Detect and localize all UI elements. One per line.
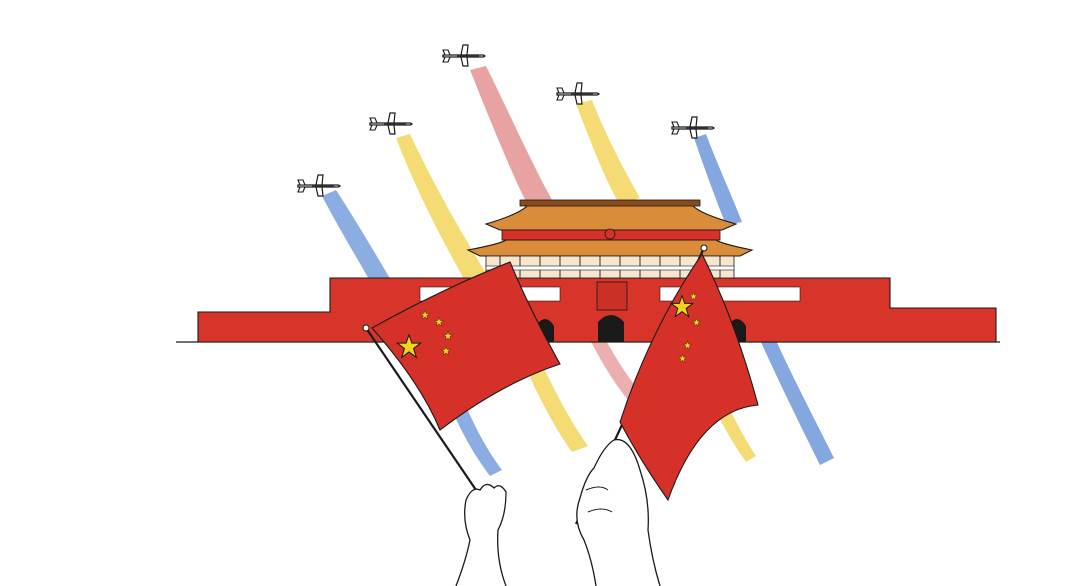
lower-roof	[466, 239, 754, 257]
hands	[455, 438, 661, 586]
yellow-smoke-trail-center	[576, 100, 640, 205]
red-smoke-trail-center	[470, 66, 552, 210]
yellow-smoke-trail-left	[396, 134, 490, 290]
red-smoke-lower	[585, 326, 640, 400]
blue-smoke-trail-right	[694, 134, 742, 225]
yellow-smoke-lower-left	[522, 356, 588, 452]
gate-tower	[466, 199, 754, 279]
right-flag-cloth	[619, 252, 759, 502]
left-flag	[362, 261, 561, 491]
blue-smoke-trail-left	[322, 190, 398, 300]
plane-5-icon	[671, 116, 715, 139]
gate-arch-center	[598, 315, 624, 342]
national-emblem	[604, 228, 616, 240]
right-hand	[576, 438, 661, 586]
left-hand	[455, 483, 507, 586]
left-flag-cloth	[371, 261, 561, 431]
blue-smoke-lower-right	[760, 336, 834, 465]
smoke-trails	[322, 66, 834, 476]
upper-roof	[484, 204, 738, 231]
plane-4-icon	[556, 82, 600, 105]
plane-2-icon	[369, 112, 413, 135]
left-flag-pole	[365, 327, 477, 491]
plane-3-icon	[442, 44, 486, 67]
gate-wall	[197, 277, 997, 343]
blue-smoke-lower-left	[452, 406, 502, 476]
